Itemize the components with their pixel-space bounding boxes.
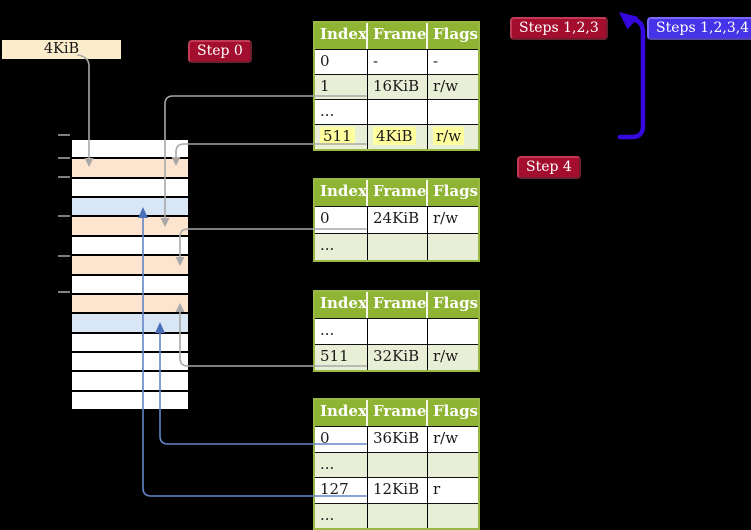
table-cell bbox=[368, 451, 428, 477]
frame-size-label: 4KiB bbox=[2, 40, 121, 59]
table-row-0: ... bbox=[315, 318, 478, 344]
memory-frame-row-10 bbox=[72, 333, 188, 351]
table-cell: 24KiB bbox=[368, 206, 428, 233]
memory-frame-row-8 bbox=[72, 294, 188, 313]
table-row-1: ... bbox=[315, 233, 478, 260]
table-cell bbox=[428, 99, 478, 124]
memory-frame-row-5 bbox=[72, 236, 188, 255]
address-tick-4 bbox=[58, 255, 70, 257]
address-tick-0 bbox=[58, 134, 70, 136]
table-row-3: 511 4KiB r/w bbox=[315, 124, 478, 149]
table-cell: r/w bbox=[428, 206, 478, 233]
highlighted-value: r/w bbox=[433, 127, 465, 145]
table-cell: 0 bbox=[315, 49, 368, 74]
memory-frame-row-9 bbox=[72, 314, 188, 332]
table-cell: - bbox=[368, 49, 428, 74]
address-tick-1 bbox=[58, 157, 70, 159]
table-cell: 511 bbox=[315, 344, 368, 370]
table-cell: ... bbox=[315, 233, 368, 260]
table-cell: r/w bbox=[428, 124, 478, 149]
table-cell bbox=[428, 233, 478, 260]
steps-1234-badge: Steps 1,2,3,4 bbox=[647, 17, 751, 40]
table-cell: - bbox=[428, 49, 478, 74]
steps-123-badge: Steps 1,2,3 bbox=[510, 17, 608, 40]
table-cell: ... bbox=[315, 451, 368, 477]
table-cell: 36KiB bbox=[368, 426, 428, 452]
table-cell: 12KiB bbox=[368, 477, 428, 503]
highlighted-value: 4KiB bbox=[373, 127, 416, 145]
physical-memory-column bbox=[70, 138, 190, 411]
table-row-1: ... bbox=[315, 451, 478, 478]
arrowhead-upleft-icon bbox=[619, 12, 639, 30]
table-cell: 4KiB bbox=[368, 124, 428, 149]
memory-frame-row-1 bbox=[72, 159, 188, 177]
table-header-cell: Flags bbox=[433, 402, 478, 420]
address-tick-5 bbox=[58, 291, 70, 293]
table-cell: ... bbox=[315, 318, 368, 344]
memory-frame-row-6 bbox=[72, 256, 188, 274]
table-header-cell: Frame bbox=[368, 180, 428, 206]
address-tick-3 bbox=[58, 215, 70, 217]
table-cell: 32KiB bbox=[368, 344, 428, 370]
table-header-cell: Index bbox=[315, 292, 368, 318]
recursive-loop-arrow bbox=[617, 17, 646, 140]
table-cell: 1 bbox=[315, 74, 368, 99]
memory-frame-row-13 bbox=[72, 391, 188, 410]
table-cell bbox=[368, 99, 428, 124]
table-header-cell: Index bbox=[315, 180, 368, 206]
memory-frame-row-2 bbox=[72, 178, 188, 197]
memory-frame-row-12 bbox=[72, 372, 188, 390]
table-cell bbox=[428, 318, 478, 344]
memory-frame-row-0 bbox=[72, 140, 188, 158]
table-cell: 0 bbox=[315, 206, 368, 233]
table-header-cell: Frame bbox=[368, 400, 428, 426]
table-row-0: 0-- bbox=[315, 49, 478, 74]
step-4-badge: Step 4 bbox=[517, 156, 581, 179]
table-header-cell: Frame bbox=[368, 292, 428, 318]
table-header-cell: Flags bbox=[433, 182, 478, 200]
table-cell bbox=[368, 502, 428, 528]
table-cell: 0 bbox=[315, 426, 368, 452]
table-header-cell: Frame bbox=[368, 23, 428, 49]
table-cell: r bbox=[428, 477, 478, 503]
table-header-cell: Flags bbox=[433, 25, 478, 43]
memory-frame-row-11 bbox=[72, 352, 188, 371]
table-row-3: ... bbox=[315, 502, 478, 529]
memory-frame-row-3 bbox=[72, 198, 188, 216]
step-0-badge: Step 0 bbox=[188, 40, 252, 63]
highlighted-value: 511 bbox=[320, 127, 355, 145]
table-header-cell: Index bbox=[315, 400, 368, 426]
table-cell bbox=[368, 233, 428, 260]
table-cell: r/w bbox=[428, 426, 478, 452]
table-row-2: ... bbox=[315, 99, 478, 124]
table-cell: r/w bbox=[428, 74, 478, 99]
table-cell: ... bbox=[315, 99, 368, 124]
table-cell bbox=[428, 451, 478, 478]
address-tick-2 bbox=[58, 176, 70, 178]
table-cell: r/w bbox=[428, 344, 478, 370]
table-cell bbox=[428, 502, 478, 529]
table-header-cell: Flags bbox=[433, 294, 478, 312]
table-cell: 127 bbox=[315, 477, 368, 503]
memory-frame-row-4 bbox=[72, 217, 188, 235]
table-cell: 16KiB bbox=[368, 74, 428, 99]
table-header-cell: Index bbox=[315, 23, 368, 49]
table-cell: ... bbox=[315, 502, 368, 528]
table-cell: 511 bbox=[315, 124, 368, 149]
table-cell bbox=[368, 318, 428, 344]
memory-frame-row-7 bbox=[72, 275, 188, 293]
